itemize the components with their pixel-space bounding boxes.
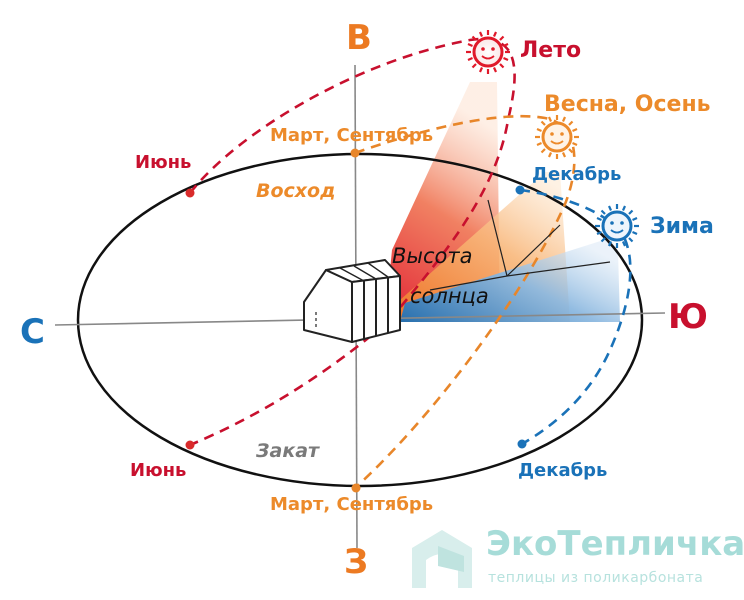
greenhouse-icon [303,259,401,343]
direction-west-label: З [344,542,369,582]
sun-altitude-label-line2: солнца [410,284,489,308]
season-summer-label: Лето [520,38,582,63]
season-winter-label: Зима [650,214,714,239]
june-sunrise-dot [185,188,195,198]
month-december-top-label: Декабрь [532,164,622,185]
month-equinox-bottom-label: Март, Сентябрь [270,494,434,515]
equinox-sunrise-dot [350,148,360,158]
brand-tagline: теплицы из поликарбоната [488,570,704,586]
sun-altitude-label-line1: Высота [392,244,473,268]
summer-sun-path [188,37,516,447]
winter-sun-path [519,188,632,446]
brand-logo-icon [412,530,472,588]
month-december-bottom-label: Декабрь [518,460,608,481]
brand-watermark: ЭкоТепличка теплицы из поликарбоната [408,522,744,598]
december-sunrise-dot [515,185,525,195]
direction-east-label: В [346,18,372,58]
direction-south-label: Ю [668,297,708,337]
sunrise-label: Восход [256,180,336,202]
sun-summer-icon [466,30,510,74]
equinox-sunset-dot [351,483,361,493]
sunset-label: Закат [256,440,320,462]
spring-autumn-sun-path [354,114,576,489]
december-sunset-dot [517,439,527,449]
month-june-bottom-label: Июнь [130,460,187,481]
month-june-top-label: Июнь [135,152,192,173]
sun-spring-autumn-icon [535,115,579,159]
june-sunset-dot [185,440,195,450]
month-equinox-top-label: Март, Сентябрь [270,125,434,146]
direction-north-label: С [20,312,45,352]
season-spring-autumn-label: Весна, Осень [544,92,711,117]
altitude-angle-lines [429,199,611,291]
sun-winter-icon [595,204,639,248]
brand-name: ЭкоТепличка [486,524,744,564]
winter-altitude-sector [400,238,620,322]
